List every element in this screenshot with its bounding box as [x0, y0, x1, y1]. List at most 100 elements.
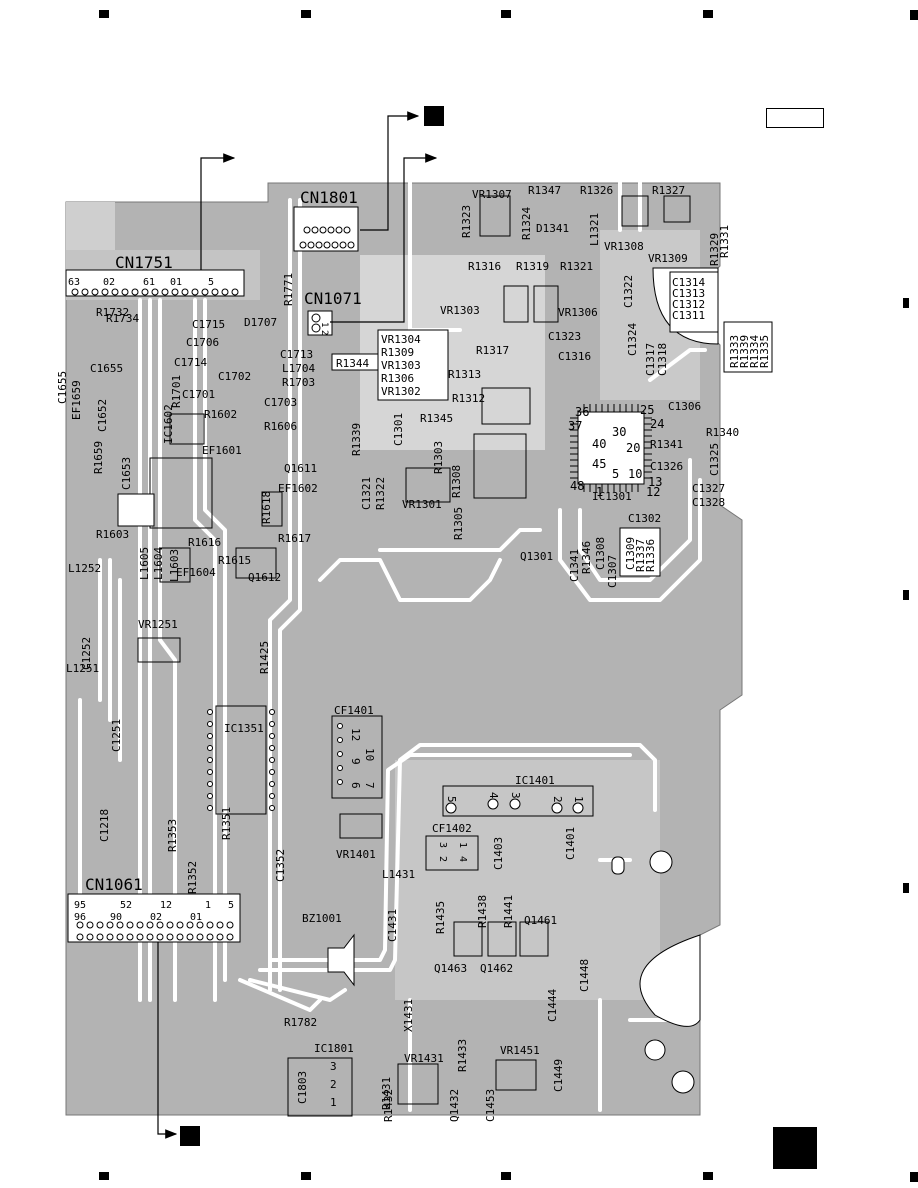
component-label-r1618: R1618 [260, 491, 273, 524]
component-boxes [137, 195, 691, 1105]
component-label-bz1001: BZ1001 [302, 912, 342, 925]
svg-text:40: 40 [592, 437, 606, 451]
component-label-r1303: R1303 [432, 441, 445, 474]
component-label-c1317: C1317 [644, 343, 657, 376]
component-label-c1803: C1803 [296, 1071, 309, 1104]
component-label-r1316: R1316 [468, 260, 501, 273]
cf1402-filter [425, 835, 479, 871]
component-label-c1307: C1307 [606, 555, 619, 588]
svg-text:02: 02 [150, 912, 162, 923]
ic1301-pin-labels: 36 37 40 45 48 1 5 10 12 13 20 24 25 30 [568, 403, 664, 499]
component-label-r1327: R1327 [652, 184, 685, 197]
component-label-c1301: C1301 [392, 413, 405, 446]
component-label-r1321: R1321 [560, 260, 593, 273]
component-label-c1324: C1324 [626, 323, 639, 356]
component-label-r1616: R1616 [188, 536, 221, 549]
component-label-q1432: Q1432 [448, 1089, 461, 1122]
component-label-c1403: C1403 [492, 837, 505, 870]
component-label-c1311: C1311 [672, 309, 705, 322]
reference-box [766, 108, 824, 128]
registration-mark-top-4 [703, 10, 713, 18]
ic1602-pins-box [117, 493, 155, 527]
cn1071-pin-2: 2 [319, 330, 329, 335]
component-label-r1309: R1309 [381, 346, 414, 359]
component-label-c1322: C1322 [622, 275, 635, 308]
svg-text:2: 2 [551, 796, 564, 803]
board-notch-lower [639, 934, 701, 1027]
component-label-c1341: C1341 [568, 549, 581, 582]
side-mark-right-2 [903, 590, 909, 600]
component-label-c1444: C1444 [546, 989, 559, 1022]
component-label-ic1301: IC1301 [592, 490, 632, 503]
registration-mark-bottom-4 [703, 1172, 713, 1180]
ic1401-chip [442, 785, 594, 817]
component-label-ic1801: IC1801 [314, 1042, 354, 1055]
component-label-c1314: C1314 [672, 276, 705, 289]
component-label-ef1602: EF1602 [278, 482, 318, 495]
component-label-c1316: C1316 [558, 350, 591, 363]
arrow-marker-box-2 [180, 1126, 200, 1146]
svg-text:52: 52 [120, 900, 132, 911]
component-label-vr1308: VR1308 [604, 240, 644, 253]
registration-mark-top-1 [99, 10, 109, 18]
trace-region-ic1301 [360, 255, 545, 450]
svg-text:7: 7 [363, 782, 376, 789]
ic1351-chip [207, 705, 275, 815]
component-label-q1301: Q1301 [520, 550, 553, 563]
vr1304-group-box [377, 329, 449, 401]
cn1071-pin-1: 1 [319, 322, 329, 327]
component-label-cf1402: CF1402 [432, 822, 472, 835]
component-label-c1702: C1702 [218, 370, 251, 383]
component-label-r1659: R1659 [92, 441, 105, 474]
component-label-l1604: L1604 [152, 547, 165, 580]
component-label-c1655: C1655 [90, 362, 123, 375]
cn1801-label: CN1801 [300, 188, 358, 207]
component-label-r1323: R1323 [460, 205, 473, 238]
component-label-d1341: D1341 [536, 222, 569, 235]
ic1801-pin-labels: 3 2 1 [330, 1060, 337, 1109]
component-label-c1321: C1321 [360, 477, 373, 510]
component-label-c1251: C1251 [110, 719, 123, 752]
component-label-c1302: C1302 [628, 512, 661, 525]
component-label-cf1401: CF1401 [334, 704, 374, 717]
c1314-group-box [669, 271, 719, 333]
svg-text:20: 20 [626, 441, 640, 455]
cn1061-pin-labels: 95 52 12 1 5 96 90 02 01 [74, 900, 234, 923]
r1333-group-box [723, 321, 773, 373]
component-label-r1425: R1425 [258, 641, 271, 674]
component-label-ic1351: IC1351 [224, 722, 264, 735]
svg-text:12: 12 [349, 728, 362, 741]
component-label-r1333: R1333 [728, 335, 741, 368]
component-label-c1652: C1652 [96, 399, 109, 432]
arrow-leaders [157, 111, 438, 1139]
ic1301-chip [570, 404, 652, 492]
component-label-q1612: Q1612 [248, 571, 281, 584]
component-label-c1715: C1715 [192, 318, 225, 331]
svg-text:5: 5 [445, 796, 458, 803]
component-label-c1431: C1431 [386, 909, 399, 942]
svg-text:1: 1 [457, 842, 468, 848]
svg-text:95: 95 [74, 900, 86, 911]
component-label-r1337: R1337 [634, 539, 647, 572]
cf1401-pin-labels: 12 10 9 7 6 [349, 728, 376, 789]
component-label-d1707: D1707 [244, 316, 277, 329]
component-label-vr1251: VR1251 [138, 618, 178, 631]
component-label-c1309: C1309 [624, 537, 637, 570]
component-label-c1318: C1318 [656, 343, 669, 376]
component-label-c1327: C1327 [692, 482, 725, 495]
component-label-r1441: R1441 [502, 895, 515, 928]
component-label-r1308: R1308 [450, 465, 463, 498]
component-label-r1335: R1335 [758, 335, 771, 368]
component-label-c1218: C1218 [98, 809, 111, 842]
component-label-c1714: C1714 [174, 356, 207, 369]
ic1401-pin-labels: 5 4 3 2 1 [445, 792, 585, 803]
component-label-ef1604: EF1604 [176, 566, 216, 579]
component-label-r1353: R1353 [166, 819, 179, 852]
svg-text:1: 1 [205, 900, 211, 911]
svg-text:4: 4 [457, 856, 468, 862]
component-label-vr1307: VR1307 [472, 188, 512, 201]
component-label-r1433: R1433 [456, 1039, 469, 1072]
cn1061-connector [67, 893, 241, 943]
component-label-c1323: C1323 [548, 330, 581, 343]
